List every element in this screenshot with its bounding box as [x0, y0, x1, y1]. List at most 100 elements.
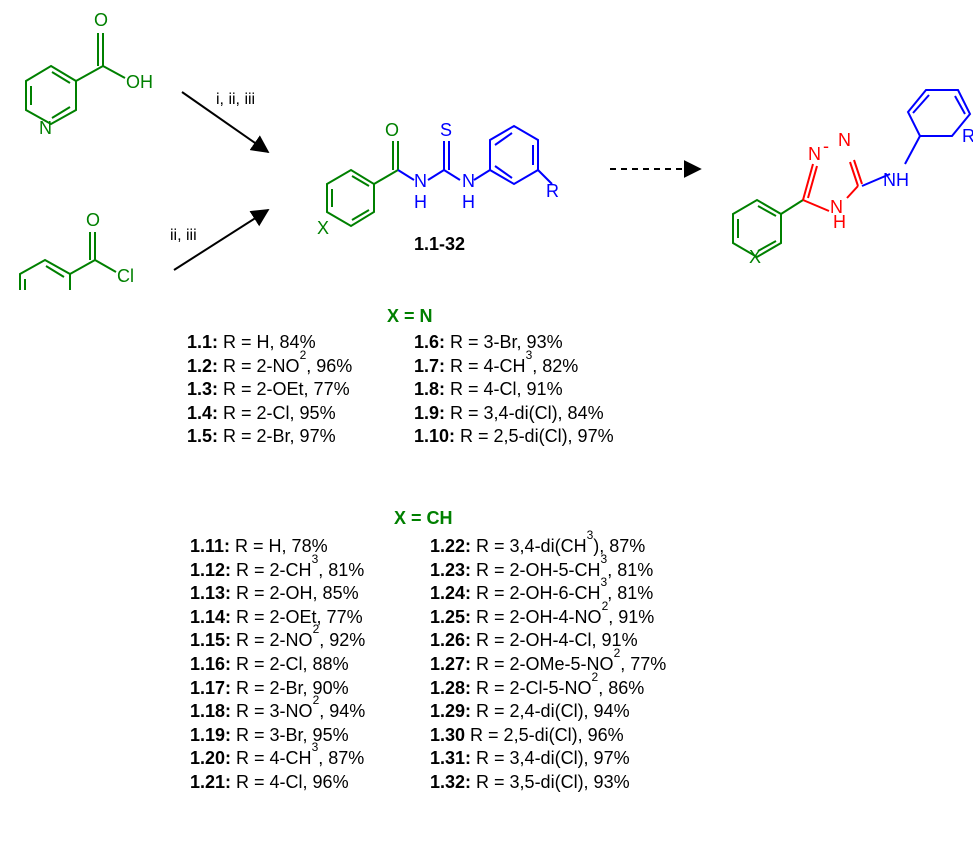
triazole-ring — [802, 159, 863, 212]
compound-id: 1.26: — [430, 630, 472, 651]
compound-id: 1.16: — [190, 653, 232, 674]
compound-substituent: R = 2-Cl, 95% — [218, 402, 336, 423]
benzene-section-heading: X = CH — [394, 508, 453, 528]
compound-substituent: R = 2-Cl, 88% — [231, 653, 349, 674]
compound-id: 1.19: — [190, 724, 232, 745]
compound-substituent: R = 3-Br, 95% — [231, 724, 349, 745]
compound-id: 1.21: — [190, 771, 232, 792]
triazole-n2-label: N — [838, 130, 851, 150]
compound-substituent: R = 2-Br, 90% — [231, 677, 349, 698]
compound-entry: 1.13: R = 2-OH, 85% — [190, 582, 365, 606]
benzoyl-chloride-structure — [19, 232, 117, 290]
compound-substituent: R = 3,4-di(Cl), 97% — [471, 748, 630, 769]
compound-id: 1.14: — [190, 606, 232, 627]
acid-hydroxyl-label: OH — [126, 72, 153, 92]
compound-entry: 1.1: R = H, 84% — [187, 331, 352, 355]
compound-yield: , 82% — [532, 355, 579, 376]
compound-entry: 1.30 R = 2,5-di(Cl), 96% — [430, 724, 666, 748]
compound-substituent: R = 2,5-di(Cl), 96% — [465, 724, 624, 745]
compound-substituent: R = 2,5-di(Cl), 97% — [455, 426, 614, 447]
compound-yield: , 87% — [318, 748, 365, 769]
compound-subscript: 3 — [600, 551, 608, 566]
compound-substituent: R = 2,4-di(Cl), 94% — [471, 701, 630, 722]
compound-entry: 1.31: R = 3,4-di(Cl), 97% — [430, 747, 666, 771]
compound-id: 1.25: — [430, 606, 472, 627]
triazole-ring-x-label: X — [749, 247, 761, 267]
compound-substituent: R = 2-OEt, 77% — [231, 606, 363, 627]
thiourea-s-label: S — [440, 120, 452, 140]
compound-id: 1.12: — [190, 559, 232, 580]
compound-subscript: 2 — [299, 347, 307, 362]
compound-id: 1.23: — [430, 559, 472, 580]
compound-substituent: R = 2-Cl-5-NO — [471, 677, 592, 698]
compound-id: 1.5: — [187, 426, 219, 447]
compound-id: 1.3: — [187, 379, 219, 400]
compound-entry: 1.26: R = 2-OH-4-Cl, 91% — [430, 629, 666, 653]
compound-substituent: R = 2-CH — [231, 559, 312, 580]
triazole-aryl-ring — [732, 198, 804, 259]
compound-substituent: R = 2-OH-4-Cl, 91% — [471, 630, 638, 651]
triazole-dash-label: - — [823, 136, 829, 156]
compound-entry: 1.16: R = 2-Cl, 88% — [190, 653, 365, 677]
thiourea-ring-x-label: X — [317, 218, 329, 238]
compound-id: 1.6: — [414, 332, 446, 352]
compound-substituent: R = 3-Br, 93% — [445, 332, 563, 352]
compound-substituent: R = 2-OH-4-NO — [471, 606, 602, 627]
compound-substituent: R = 2-NO — [231, 630, 313, 651]
acid-carbonyl-o-label: O — [94, 10, 108, 30]
compound-entry: 1.4: R = 2-Cl, 95% — [187, 402, 352, 426]
compound-id: 1.31: — [430, 748, 472, 769]
compound-id: 1.17: — [190, 677, 232, 698]
compound-id: 1.20: — [190, 748, 232, 769]
compound-id: 1.7: — [414, 355, 446, 376]
compound-entry: 1.29: R = 2,4-di(Cl), 94% — [430, 700, 666, 724]
compound-subscript: 2 — [601, 598, 609, 613]
compound-yield: , 94% — [319, 701, 366, 722]
compound-entry: 1.14: R = 2-OEt, 77% — [190, 606, 365, 630]
compound-id: 1.4: — [187, 402, 219, 423]
thiourea-aryl-ring — [489, 124, 553, 186]
compound-subscript: 3 — [586, 528, 594, 542]
compound-subscript: 2 — [312, 693, 320, 708]
arrow-top — [181, 91, 270, 154]
compound-substituent: R = H, 78% — [230, 536, 328, 556]
thiourea-h1-label: H — [414, 192, 427, 212]
compound-id: 1.13: — [190, 583, 232, 604]
compound-entry: 1.21: R = 4-Cl, 96% — [190, 771, 365, 795]
compound-id: 1.11: — [190, 536, 231, 556]
compound-entry: 1.10: R = 2,5-di(Cl), 97% — [414, 425, 614, 449]
compound-yield: , 96% — [306, 355, 353, 376]
compound-yield: , 77% — [620, 653, 667, 674]
arrow-bottom — [173, 209, 270, 271]
compound-entry: 1.11: R = H, 78% — [190, 535, 365, 559]
compound-yield: , 91% — [608, 606, 655, 627]
pyridine-n-label: N — [39, 118, 52, 138]
chloride-carbonyl-o-label: O — [86, 210, 100, 230]
compound-substituent: R = 3,4-di(CH — [471, 536, 587, 556]
compound-yield: , 92% — [319, 630, 366, 651]
compound-id: 1.28: — [430, 677, 472, 698]
reagents-top-label: i, ii, iii — [216, 91, 255, 108]
compound-substituent: R = 4-CH — [231, 748, 312, 769]
triazole-r-label: R — [962, 126, 973, 146]
compound-id: 1.15: — [190, 630, 232, 651]
compound-substituent: R = 2-OH-5-CH — [471, 559, 601, 580]
nicotinic-acid-structure — [25, 33, 126, 126]
compound-id: 1.27: — [430, 653, 472, 674]
compound-yield: , 81% — [318, 559, 365, 580]
thiourea-n1-label: N — [414, 171, 427, 191]
compound-id: 1.29: — [430, 701, 472, 722]
compound-subscript: 3 — [600, 575, 608, 590]
triazole-n4-label: N — [830, 197, 843, 217]
